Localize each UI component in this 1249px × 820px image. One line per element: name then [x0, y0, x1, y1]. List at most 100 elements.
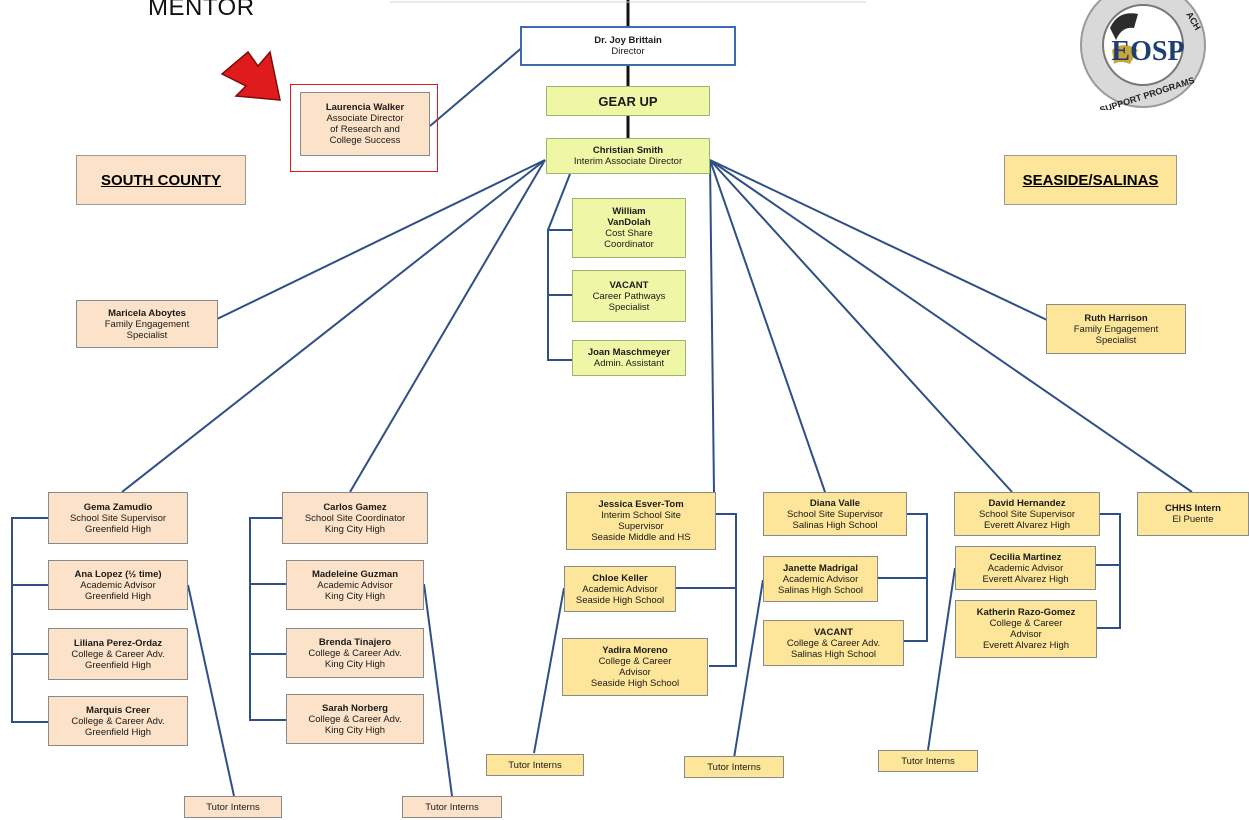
staff-name: Brenda Tinajero: [318, 636, 392, 648]
director-name: Dr. Joy Brittain: [594, 35, 662, 46]
mentor-highlight-frame: [290, 84, 438, 172]
region-seaside-salinas: SEASIDE/SALINAS: [1004, 155, 1177, 205]
staff-name: Liliana Perez-Ordaz: [73, 637, 163, 649]
maricela-title-line2: Specialist: [126, 329, 168, 341]
staff-title: College & Career Adv.: [308, 647, 402, 659]
staff-school: King City High: [324, 523, 386, 535]
staff-name: Sarah Norberg: [322, 702, 388, 714]
gear-up-box: GEAR UP: [546, 86, 710, 116]
red-arrow-icon: [220, 50, 281, 101]
staff-title: Academic Advisor: [80, 579, 156, 591]
staff-name: Yadira Moreno: [602, 645, 668, 656]
tutor-interns-salinas: Tutor Interns: [684, 756, 784, 778]
staff-title: School Site Supervisor: [786, 508, 884, 520]
joan-title: Admin. Assistant: [593, 358, 665, 369]
staff-title: College & Career Adv.: [308, 713, 402, 725]
staff-name: Gema Zamudio: [83, 501, 153, 513]
william-title-line2: Coordinator: [604, 239, 654, 250]
ruth-title-line2: Specialist: [1095, 334, 1137, 346]
mentor-title-line2: of Research and: [330, 124, 400, 135]
mentor-box: Laurencia Walker Associate Director of R…: [300, 92, 430, 156]
everett-staff-box: Cecilia Martinez Academic Advisor Everet…: [955, 546, 1096, 590]
seaside-staff-box: Yadira Moreno College & Career Advisor S…: [562, 638, 708, 696]
staff-title-line2: Supervisor: [618, 521, 664, 532]
staff-school: Seaside Middle and HS: [591, 532, 691, 543]
staff-title-line2: Advisor: [619, 667, 651, 678]
tutor-interns-kingcity: Tutor Interns: [402, 796, 502, 818]
director-box: Dr. Joy Brittain Director: [520, 26, 736, 66]
staff-title: College & Career Adv.: [786, 637, 881, 649]
staff-school: Seaside High School: [575, 594, 665, 606]
staff-name: Ana Lopez (½ time): [74, 568, 162, 580]
salinas-staff-box: Janette Madrigal Academic Advisor Salina…: [763, 556, 878, 602]
staff-name: Madeleine Guzman: [311, 568, 399, 580]
joan-name: Joan Maschmeyer: [587, 347, 671, 358]
staff-title: College & Career: [989, 618, 1063, 629]
mentor-title-line3: College Success: [329, 135, 401, 146]
staff-school: Greenfield High: [84, 726, 151, 738]
staff-school: Salinas High School: [790, 648, 877, 660]
staff-title: Academic Advisor: [582, 583, 658, 595]
tutor-interns-seaside: Tutor Interns: [486, 754, 584, 776]
staff-school: Everett Alvarez High: [983, 519, 1071, 531]
staff-school: King City High: [324, 658, 386, 670]
staff-name: Janette Madrigal: [783, 562, 858, 574]
mentor-name: Laurencia Walker: [325, 102, 405, 113]
salinas-staff-box: Diana Valle School Site Supervisor Salin…: [763, 492, 907, 536]
staff-school: Greenfield High: [84, 590, 151, 602]
staff-name: Katherin Razo-Gomez: [976, 607, 1076, 618]
vacant-cp-name: VACANT: [609, 279, 649, 291]
tutor-interns-greenfield: Tutor Interns: [184, 796, 282, 818]
joan-box: Joan Maschmeyer Admin. Assistant: [572, 340, 686, 376]
staff-title: College & Career Adv.: [71, 648, 165, 660]
salinas-staff-box: VACANT College & Career Adv. Salinas Hig…: [763, 620, 904, 666]
staff-school: Salinas High School: [792, 519, 878, 531]
staff-name: Jessica Esver-Tom: [598, 499, 684, 510]
staff-name: Cecilia Martinez: [989, 551, 1062, 563]
ruth-name: Ruth Harrison: [1084, 312, 1148, 324]
seaside-staff-box: Chloe Keller Academic Advisor Seaside Hi…: [564, 566, 676, 612]
tutor-interns-everett: Tutor Interns: [878, 750, 978, 772]
william-name-line2: VanDolah: [607, 217, 651, 228]
logo-text: EOSP: [1111, 36, 1184, 67]
staff-title: Academic Advisor: [782, 573, 859, 585]
staff-title: College & Career: [598, 656, 672, 667]
staff-name: Marquis Creer: [86, 704, 150, 716]
staff-title: Academic Advisor: [317, 579, 393, 591]
kingcity-staff-box: Sarah Norberg College & Career Adv. King…: [286, 694, 424, 744]
staff-title-line2: Advisor: [1010, 629, 1042, 640]
william-name-line1: William: [612, 206, 646, 217]
maricela-name: Maricela Aboytes: [108, 307, 186, 319]
staff-title: School Site Supervisor: [978, 508, 1076, 520]
kingcity-staff-box: Madeleine Guzman Academic Advisor King C…: [286, 560, 424, 610]
staff-name: VACANT: [814, 626, 853, 638]
region-south-county: SOUTH COUNTY: [76, 155, 246, 205]
staff-school: Salinas High School: [777, 584, 864, 596]
kingcity-staff-box: Brenda Tinajero College & Career Adv. Ki…: [286, 628, 424, 678]
maricela-box: Maricela Aboytes Family Engagement Speci…: [76, 300, 218, 348]
staff-title: College & Career Adv.: [71, 715, 165, 727]
everett-staff-box: David Hernandez School Site Supervisor E…: [954, 492, 1100, 536]
staff-title: School Site Coordinator: [304, 512, 406, 524]
william-box: William VanDolah Cost Share Coordinator: [572, 198, 686, 258]
director-title: Director: [611, 46, 645, 57]
chhs-intern-box: CHHS Intern El Puente: [1137, 492, 1249, 536]
staff-name: Chloe Keller: [592, 572, 648, 584]
staff-name: Carlos Gamez: [323, 501, 387, 513]
vacant-career-pathways-box: VACANT Career Pathways Specialist: [572, 270, 686, 322]
staff-school: Greenfield High: [84, 659, 151, 671]
eosp-logo: EOSP SUPPORT PROGRAMS ACH: [1080, 0, 1206, 110]
greenfield-staff-box: Liliana Perez-Ordaz College & Career Adv…: [48, 628, 188, 680]
staff-school: Seaside High School: [590, 678, 680, 689]
everett-staff-box: Katherin Razo-Gomez College & Career Adv…: [955, 600, 1097, 658]
christian-title: Interim Associate Director: [573, 156, 683, 167]
mentor-annotation: MENTOR: [148, 0, 255, 21]
christian-name: Christian Smith: [592, 145, 664, 156]
intern-name: CHHS Intern: [1165, 503, 1221, 514]
ruth-title-line1: Family Engagement: [1073, 323, 1159, 335]
maricela-title-line1: Family Engagement: [104, 318, 190, 330]
staff-title: Academic Advisor: [987, 562, 1064, 574]
staff-name: Diana Valle: [809, 497, 861, 509]
kingcity-staff-box: Carlos Gamez School Site Coordinator Kin…: [282, 492, 428, 544]
